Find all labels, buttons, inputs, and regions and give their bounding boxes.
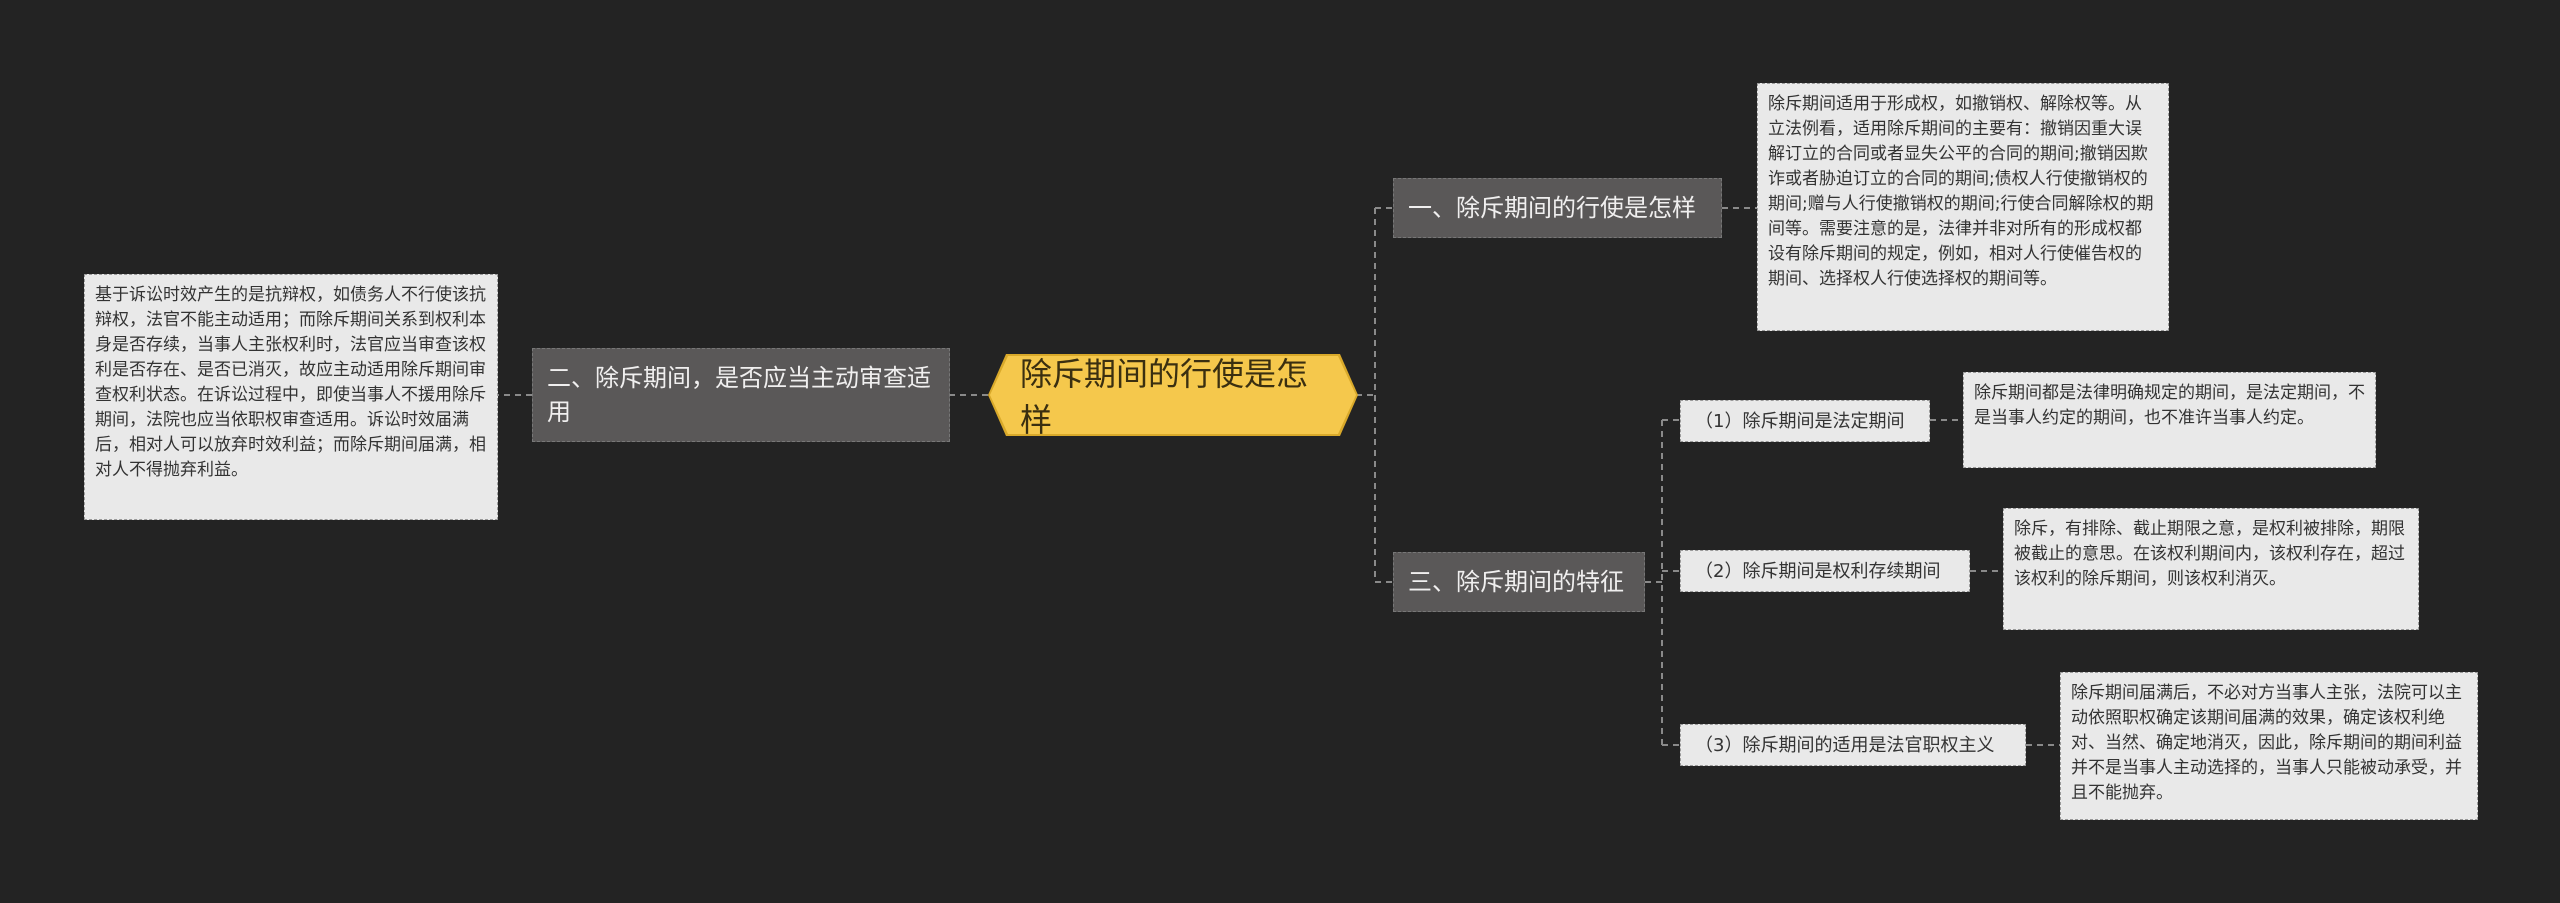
feature-item-1-label: （1）除斥期间是法定期间 (1695, 411, 1905, 432)
feature-item-2[interactable]: （2）除斥期间是权利存续期间 (1680, 550, 1970, 592)
branch-node-3[interactable]: 三、除斥期间的特征 (1393, 552, 1645, 612)
feature-item-1-detail-text: 除斥期间都是法律明确规定的期间，是法定期间，不是当事人约定的期间，也不准许当事人… (1974, 383, 2365, 428)
branch-node-2[interactable]: 二、除斥期间，是否应当主动审查适用 (532, 348, 950, 442)
branch-1-detail-note[interactable]: 除斥期间适用于形成权，如撤销权、解除权等。从立法例看，适用除斥期间的主要有：撤销… (1757, 83, 2169, 331)
branch-1-detail-text: 除斥期间适用于形成权，如撤销权、解除权等。从立法例看，适用除斥期间的主要有：撤销… (1768, 94, 2154, 289)
feature-item-1[interactable]: （1）除斥期间是法定期间 (1680, 400, 1930, 442)
branch-3-label: 三、除斥期间的特征 (1408, 568, 1624, 596)
feature-item-2-detail-note[interactable]: 除斥，有排除、截止期限之意，是权利被排除，期限被截止的意思。在该权利期间内，该权… (2003, 508, 2419, 630)
branch-2-detail-note[interactable]: 基于诉讼时效产生的是抗辩权，如债务人不行使该抗辩权，法官不能主动适用；而除斥期间… (84, 274, 498, 520)
feature-item-3-detail-text: 除斥期间届满后，不必对方当事人主张，法院可以主动依照职权确定该期间届满的效果，确… (2071, 683, 2462, 803)
branch-2-detail-text: 基于诉讼时效产生的是抗辩权，如债务人不行使该抗辩权，法官不能主动适用；而除斥期间… (95, 285, 486, 480)
root-label: 除斥期间的行使是怎样 (1020, 355, 1309, 439)
feature-item-3[interactable]: （3）除斥期间的适用是法官职权主义 (1680, 724, 2026, 766)
branch-node-1[interactable]: 一、除斥期间的行使是怎样 (1393, 178, 1722, 238)
feature-item-3-label: （3）除斥期间的适用是法官职权主义 (1695, 735, 1995, 756)
feature-item-2-label: （2）除斥期间是权利存续期间 (1695, 561, 1941, 582)
feature-item-2-detail-text: 除斥，有排除、截止期限之意，是权利被排除，期限被截止的意思。在该权利期间内，该权… (2014, 519, 2405, 589)
branch-2-label: 二、除斥期间，是否应当主动审查适用 (547, 364, 931, 426)
root-node[interactable]: 除斥期间的行使是怎样 (990, 356, 1356, 434)
feature-item-1-detail-note[interactable]: 除斥期间都是法律明确规定的期间，是法定期间，不是当事人约定的期间，也不准许当事人… (1963, 372, 2376, 468)
branch-1-label: 一、除斥期间的行使是怎样 (1408, 194, 1696, 222)
feature-item-3-detail-note[interactable]: 除斥期间届满后，不必对方当事人主张，法院可以主动依照职权确定该期间届满的效果，确… (2060, 672, 2478, 820)
